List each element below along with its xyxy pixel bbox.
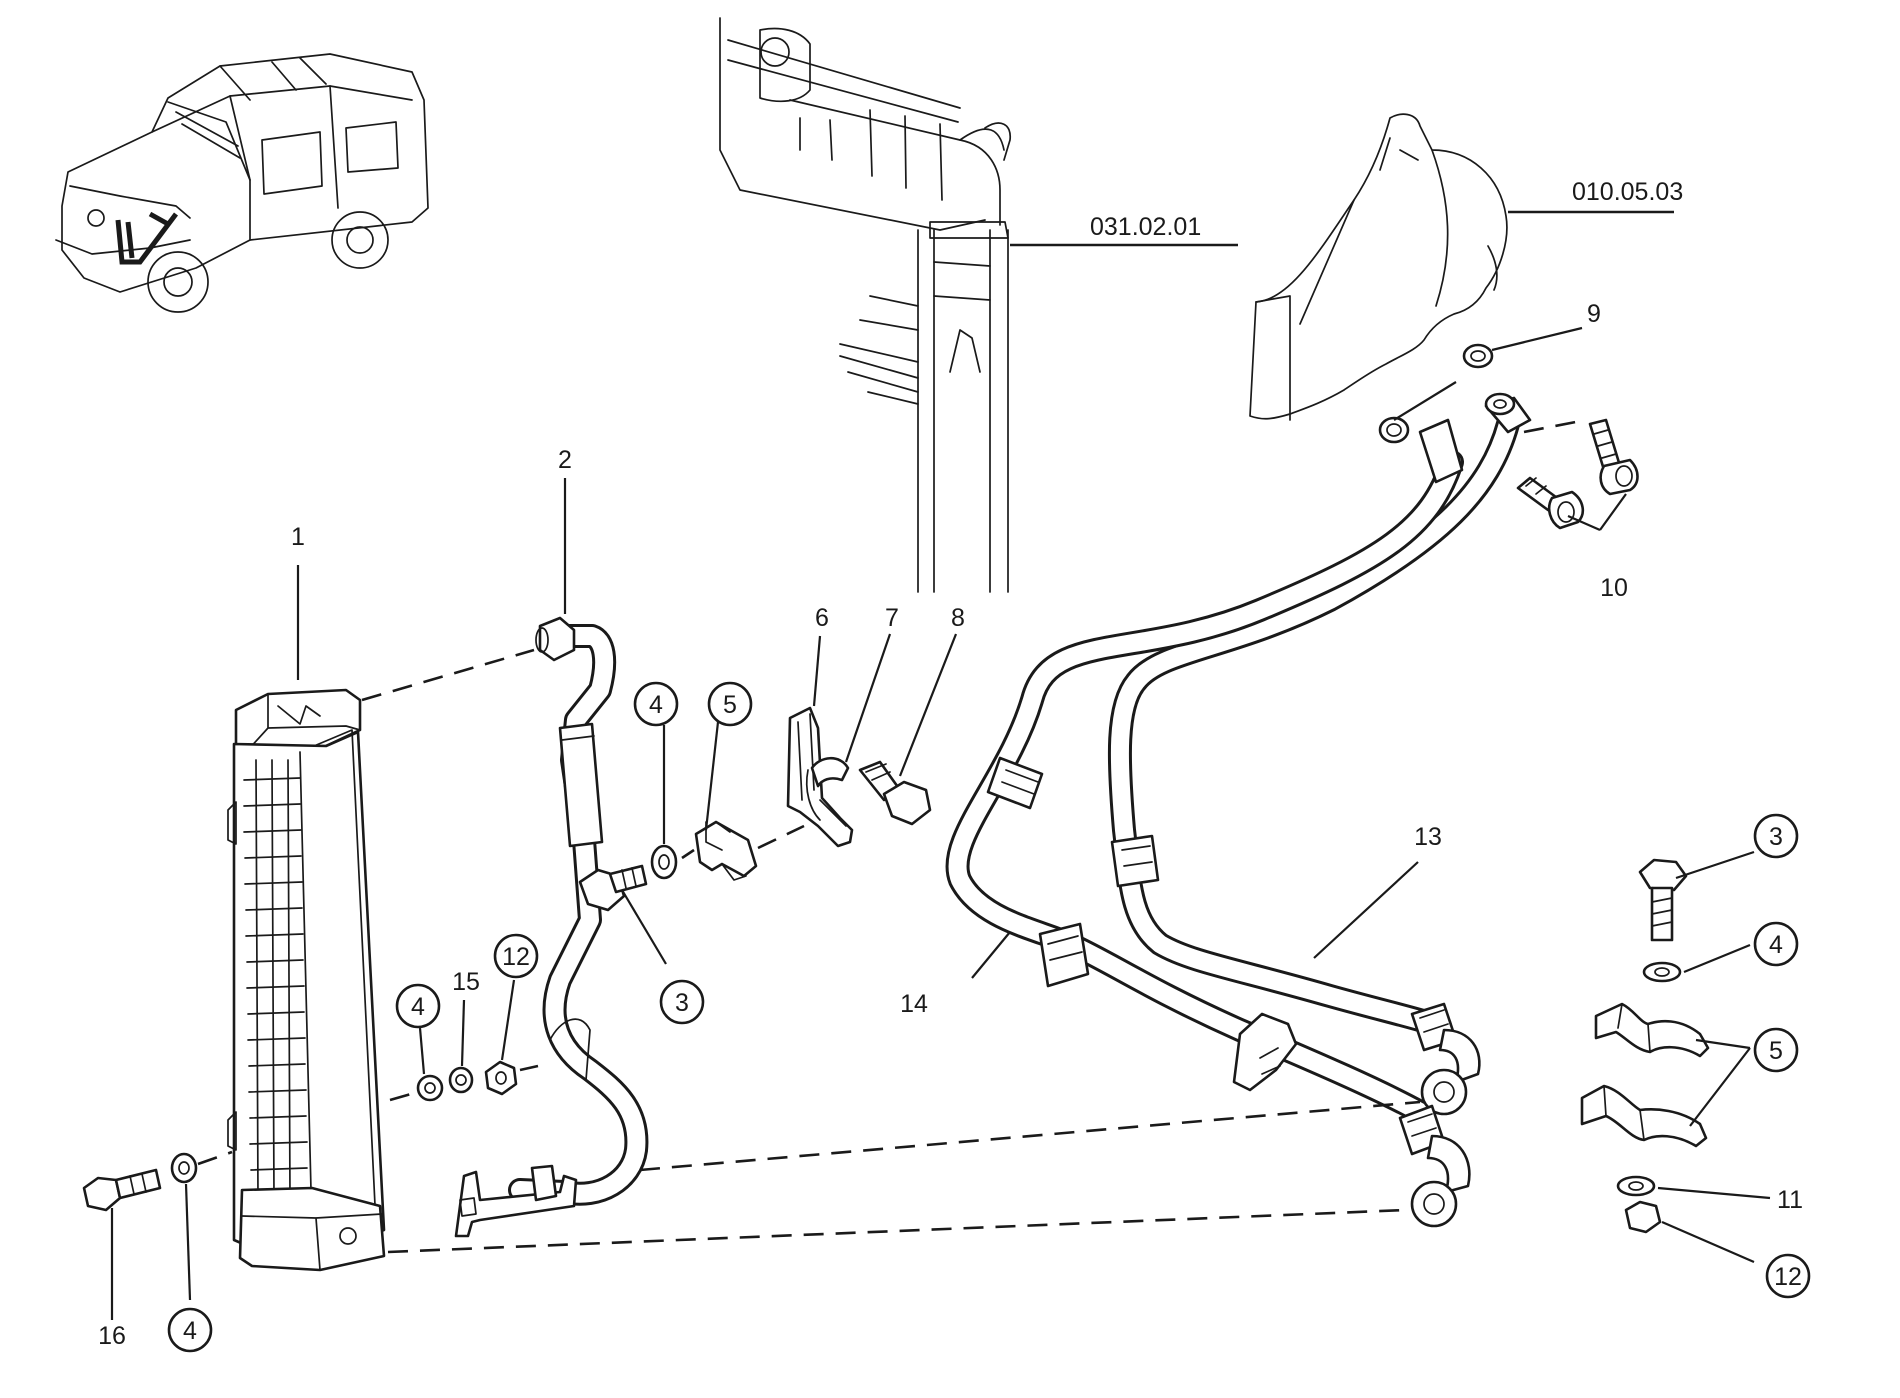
callout-9: 9 bbox=[1587, 300, 1601, 328]
hardware-right bbox=[1580, 858, 1710, 1234]
callout-14: 14 bbox=[900, 990, 928, 1018]
callout-label: 14 bbox=[900, 990, 928, 1018]
callout-label: 6 bbox=[815, 604, 829, 632]
o-ring-upper bbox=[1462, 343, 1494, 369]
callout-1: 1 bbox=[291, 523, 305, 551]
transmission-housing bbox=[1249, 113, 1508, 421]
callout-16: 16 bbox=[98, 1322, 126, 1350]
callout-4-bottom: 4 bbox=[167, 1307, 213, 1353]
leader-lines bbox=[110, 326, 1771, 1320]
callout-label: 9 bbox=[1587, 300, 1601, 328]
bracket-clip-bolt bbox=[786, 706, 932, 848]
o-ring-lower bbox=[1378, 416, 1410, 444]
callout-label: 4 bbox=[649, 691, 663, 719]
vehicle-thumbnail bbox=[55, 53, 429, 313]
callout-5-right: 5 bbox=[1753, 1027, 1799, 1073]
callout-label: 15 bbox=[452, 968, 480, 996]
washer-lock-nut-middle bbox=[416, 1060, 518, 1102]
callout-label: 5 bbox=[1769, 1037, 1783, 1065]
ref-transmission-label: 010.05.03 bbox=[1572, 178, 1683, 206]
callout-5-upper: 5 bbox=[707, 681, 753, 727]
banjo-bolts bbox=[1516, 418, 1639, 530]
bolt-washer-clamp-left bbox=[578, 820, 758, 912]
callout-label: 3 bbox=[1769, 823, 1783, 851]
callout-4-middle: 4 bbox=[395, 983, 441, 1029]
callout-6: 6 bbox=[815, 604, 829, 632]
callout-12-middle: 12 bbox=[493, 933, 539, 979]
cooler-feed-pipe bbox=[454, 616, 649, 1238]
callout-label: 2 bbox=[558, 446, 572, 474]
callout-label: 4 bbox=[1769, 931, 1783, 959]
callout-label: 12 bbox=[502, 943, 530, 971]
callout-10: 10 bbox=[1600, 574, 1628, 602]
callout-label: 13 bbox=[1414, 823, 1442, 851]
callout-label: 4 bbox=[183, 1317, 197, 1345]
callout-label: 1 bbox=[291, 523, 305, 551]
callout-4-right: 4 bbox=[1753, 921, 1799, 967]
callout-label: 11 bbox=[1777, 1186, 1803, 1214]
callout-13: 13 bbox=[1414, 823, 1442, 851]
callout-7: 7 bbox=[885, 604, 899, 632]
callout-8: 8 bbox=[951, 604, 965, 632]
oil-cooler-pipes bbox=[945, 392, 1532, 1228]
callout-2: 2 bbox=[558, 446, 572, 474]
callout-11: 11 bbox=[1777, 1186, 1803, 1214]
callout-15: 15 bbox=[452, 968, 480, 996]
callout-3-left: 3 bbox=[659, 979, 705, 1025]
callout-4-upper: 4 bbox=[633, 681, 679, 727]
callout-label: 5 bbox=[723, 691, 737, 719]
engine-radiator bbox=[719, 17, 1011, 593]
callout-label: 7 bbox=[885, 604, 899, 632]
callout-12-right: 12 bbox=[1765, 1253, 1811, 1299]
callout-label: 12 bbox=[1774, 1263, 1802, 1291]
callout-label: 4 bbox=[411, 993, 425, 1021]
callout-3-right: 3 bbox=[1753, 813, 1799, 859]
callout-label: 3 bbox=[675, 989, 689, 1017]
callout-label: 10 bbox=[1600, 574, 1628, 602]
callout-label: 8 bbox=[951, 604, 965, 632]
ref-radiator-label: 031.02.01 bbox=[1090, 213, 1201, 241]
callout-label: 16 bbox=[98, 1322, 126, 1350]
oil-cooler bbox=[227, 688, 386, 1272]
bolt-washer-bottom-left bbox=[82, 1152, 198, 1212]
